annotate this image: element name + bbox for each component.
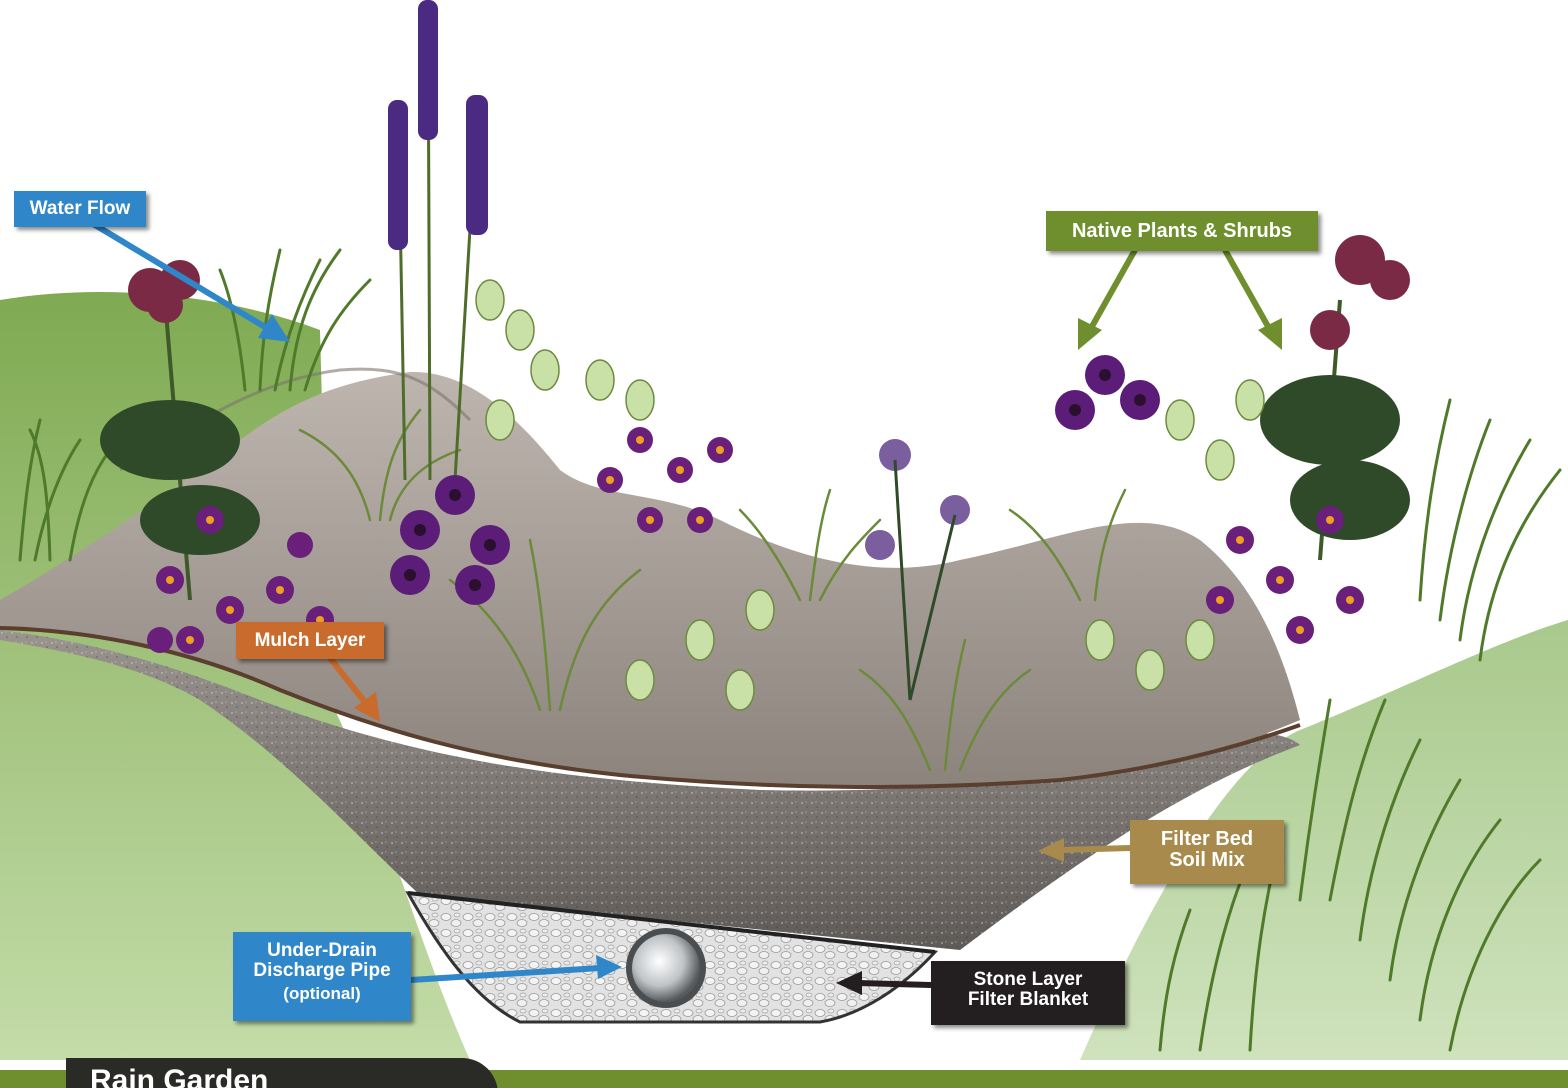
arrow-native-plants-right xyxy=(1225,250,1282,350)
label-mulch-layer: Mulch Layer xyxy=(236,622,384,659)
label-stone-layer-line2: Filter Blanket xyxy=(931,990,1125,1010)
label-under-drain-optional: (optional) xyxy=(233,985,411,1003)
label-filter-bed-line1: Filter Bed xyxy=(1130,829,1284,850)
label-stone-layer-line1: Stone Layer xyxy=(931,970,1125,990)
label-filter-bed-line2: Soil Mix xyxy=(1130,850,1284,871)
label-under-drain-line1: Under-Drain xyxy=(233,941,411,961)
label-stone-layer: Stone Layer Filter Blanket xyxy=(931,961,1125,1025)
label-native-plants: Native Plants & Shrubs xyxy=(1046,211,1318,251)
label-water-flow: Water Flow xyxy=(14,191,146,227)
page-title: Rain Garden xyxy=(90,1064,268,1088)
arrow-native-plants-left xyxy=(1078,250,1135,350)
label-filter-bed: Filter Bed Soil Mix xyxy=(1130,820,1284,884)
label-under-drain-line2: Discharge Pipe xyxy=(233,961,411,981)
label-under-drain: Under-Drain Discharge Pipe (optional) xyxy=(233,932,411,1021)
pipe-icon xyxy=(626,928,706,1008)
